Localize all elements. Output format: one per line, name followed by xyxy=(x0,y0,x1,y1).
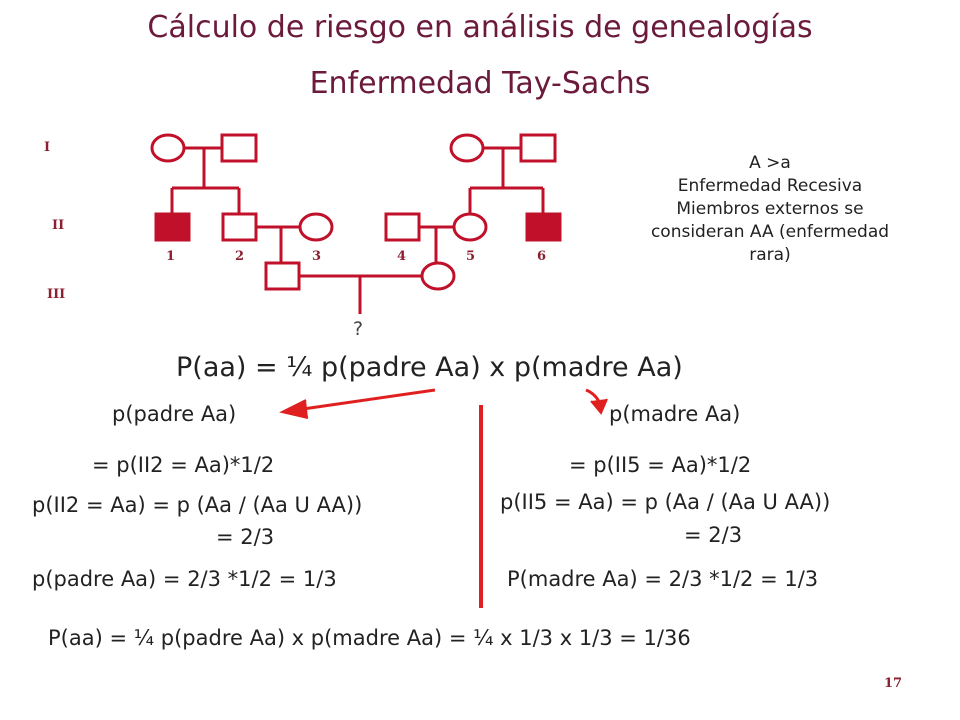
right-step-1: = p(II5 = Aa)*1/2 xyxy=(569,453,752,477)
formula-final: P(aa) = ¼ p(padre Aa) x p(madre Aa) = ¼ … xyxy=(48,626,691,650)
left-step-1: = p(II2 = Aa)*1/2 xyxy=(92,453,275,477)
left-step-2a: p(II2 = Aa) = p (Aa / (Aa U AA)) xyxy=(32,493,363,517)
individual-III2-female xyxy=(420,261,456,291)
arrow-to-padre-head xyxy=(279,399,309,419)
individual-number-3: 3 xyxy=(312,249,322,264)
right-step-2a: p(II5 = Aa) = p (Aa / (Aa U AA)) xyxy=(500,490,831,514)
right-result: P(madre Aa) = 2/3 *1/2 = 1/3 xyxy=(507,567,819,591)
generation-label-ii: II xyxy=(52,218,65,233)
individual-number-2: 2 xyxy=(235,249,245,264)
formula-main: P(aa) = ¼ p(padre Aa) x p(madre Aa) xyxy=(176,352,683,383)
legend-line-1: A >a xyxy=(749,153,791,173)
individual-II1-affected-male xyxy=(154,212,191,242)
legend-line-4: consideran AA (enfermedad xyxy=(650,222,890,242)
individual-III1-male xyxy=(264,261,301,291)
legend-line-5: rara) xyxy=(749,245,791,265)
right-heading: p(madre Aa) xyxy=(609,402,741,426)
generation-label-iii: III xyxy=(47,287,66,302)
generation-label-i: I xyxy=(44,140,51,155)
individual-I2-male xyxy=(220,133,258,163)
left-heading: p(padre Aa) xyxy=(112,402,237,426)
page-subtitle: Enfermedad Tay-Sachs xyxy=(309,66,651,101)
individual-II6-affected-male xyxy=(525,212,562,242)
legend-line-2: Enfermedad Recesiva xyxy=(677,176,863,196)
page-title: Cálculo de riesgo en análisis de genealo… xyxy=(147,10,813,45)
left-step-2b: = 2/3 xyxy=(216,525,275,549)
right-step-2b: = 2/3 xyxy=(684,523,743,547)
legend-box: A >a Enfermedad Recesiva Miembros extern… xyxy=(610,152,930,267)
individual-II4-male xyxy=(384,212,421,242)
individual-number-6: 6 xyxy=(537,249,547,264)
individual-II3-female xyxy=(298,212,334,242)
unknown-individual-marker: ? xyxy=(353,318,364,340)
individual-I3-female xyxy=(449,133,485,163)
individual-I4-male xyxy=(519,133,557,163)
legend-line-3: Miembros externos se xyxy=(676,199,864,219)
individual-number-4: 4 xyxy=(397,249,407,264)
individual-I1-female xyxy=(150,133,186,163)
arrow-to-padre xyxy=(295,388,436,412)
arrow-to-madre-head xyxy=(590,398,608,415)
individual-II2-male xyxy=(221,212,258,242)
individual-II5-female xyxy=(452,212,488,242)
page-number: 17 xyxy=(884,676,903,691)
individual-number-1: 1 xyxy=(166,249,176,264)
individual-number-5: 5 xyxy=(466,249,476,264)
left-result: p(padre Aa) = 2/3 *1/2 = 1/3 xyxy=(32,567,337,591)
